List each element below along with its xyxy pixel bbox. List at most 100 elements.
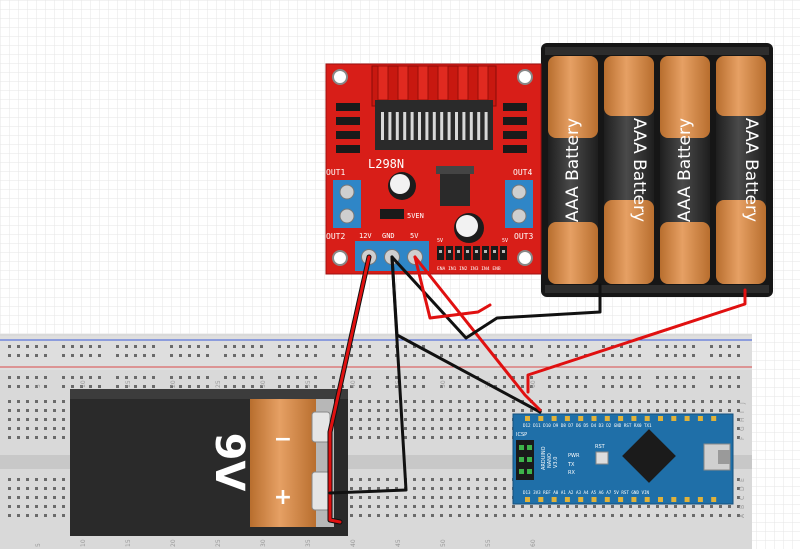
breadboard-hole — [431, 436, 434, 439]
rail-hole — [566, 354, 569, 357]
heatsink — [371, 65, 497, 107]
rail-hole — [494, 376, 497, 379]
rail-hole — [440, 385, 443, 388]
breadboard-hole — [557, 409, 560, 412]
rail-hole — [296, 354, 299, 357]
breadboard-hole — [62, 514, 65, 517]
voltage-regulator — [440, 170, 470, 206]
rail-hole — [80, 345, 83, 348]
breadboard-hole — [485, 436, 488, 439]
nano-pin-bottom — [671, 497, 677, 502]
breadboard-hole — [602, 514, 605, 517]
rail-hole — [710, 376, 713, 379]
terminal-12v-label: 12V — [359, 232, 372, 240]
column-number-bottom: 40 — [350, 539, 357, 547]
rail-hole — [341, 354, 344, 357]
rail-hole — [188, 354, 191, 357]
holder-top-strip — [545, 47, 769, 55]
rail-hole — [197, 385, 200, 388]
rail-hole — [458, 376, 461, 379]
terminal-screw — [511, 208, 527, 224]
side-diode — [503, 131, 527, 139]
breadboard-hole — [368, 418, 371, 421]
usb-port-opening — [718, 450, 730, 464]
rail-hole — [287, 354, 290, 357]
rail-hole — [26, 385, 29, 388]
chip-leg — [455, 112, 458, 140]
breadboard-hole — [395, 418, 398, 421]
heatsink-fin — [477, 65, 489, 101]
breadboard-hole — [386, 427, 389, 430]
rail-hole — [566, 345, 569, 348]
breadboard-hole — [656, 409, 659, 412]
nano-pin-top — [697, 416, 703, 421]
mount-hole — [517, 69, 533, 85]
breadboard-hole — [53, 418, 56, 421]
column-number-top: 40 — [350, 380, 357, 388]
rail-hole — [233, 385, 236, 388]
breadboard-hole — [449, 496, 452, 499]
breadboard-hole — [431, 496, 434, 499]
breadboard-hole — [503, 436, 506, 439]
rail-hole — [35, 345, 38, 348]
breadboard-hole — [431, 400, 434, 403]
rail-hole — [251, 385, 254, 388]
rail-hole — [629, 376, 632, 379]
rail-hole — [404, 354, 407, 357]
mount-hole — [517, 250, 533, 266]
rail-hole — [305, 376, 308, 379]
rail-hole — [422, 385, 425, 388]
rail-hole — [251, 345, 254, 348]
breadboard-hole — [53, 478, 56, 481]
breadboard-hole — [413, 436, 416, 439]
nano-pin-top — [658, 416, 663, 421]
rail-hole — [575, 385, 578, 388]
breadboard-hole — [494, 478, 497, 481]
rail-hole — [233, 354, 236, 357]
breadboard-hole — [395, 478, 398, 481]
rail-hole — [440, 376, 443, 379]
aaa-cell-label: AAA Battery — [675, 118, 695, 222]
breadboard-hole — [485, 514, 488, 517]
breadboard-hole — [8, 487, 11, 490]
column-number-top: 25 — [215, 380, 222, 388]
breadboard-hole — [656, 505, 659, 508]
breadboard-hole — [368, 496, 371, 499]
rail-hole — [692, 354, 695, 357]
rail-hole — [602, 354, 605, 357]
rail-hole — [512, 376, 515, 379]
breadboard-hole — [35, 514, 38, 517]
jumper-label: 5VEN — [407, 212, 424, 220]
breadboard-hole — [737, 478, 740, 481]
terminal-screw — [339, 208, 355, 224]
breadboard-hole — [494, 409, 497, 412]
breadboard-hole — [602, 400, 605, 403]
breadboard-hole — [53, 427, 56, 430]
breadboard-hole — [17, 436, 20, 439]
breadboard-hole — [368, 478, 371, 481]
chip-leg — [425, 112, 429, 140]
breadboard-hole — [350, 418, 353, 421]
breadboard-hole — [422, 496, 425, 499]
breadboard-hole — [26, 487, 29, 490]
rail-hole — [170, 354, 173, 357]
row-letter: E — [739, 478, 746, 482]
rail-hole — [422, 376, 425, 379]
aaa-cell-label: AAA Battery — [629, 118, 649, 222]
terminal-screw — [339, 184, 355, 200]
breadboard-hole — [8, 478, 11, 481]
breadboard-hole — [359, 496, 362, 499]
breadboard-hole — [638, 514, 641, 517]
breadboard-hole — [8, 409, 11, 412]
rail-hole — [134, 354, 137, 357]
breadboard-hole — [377, 514, 380, 517]
breadboard-hole — [377, 427, 380, 430]
rail-hole — [530, 345, 533, 348]
breadboard-hole — [386, 409, 389, 412]
side-diode — [336, 117, 360, 125]
nano-pin-bottom — [564, 497, 570, 502]
rail-hole — [152, 354, 155, 357]
breadboard-hole — [53, 400, 56, 403]
rail-hole — [116, 385, 119, 388]
